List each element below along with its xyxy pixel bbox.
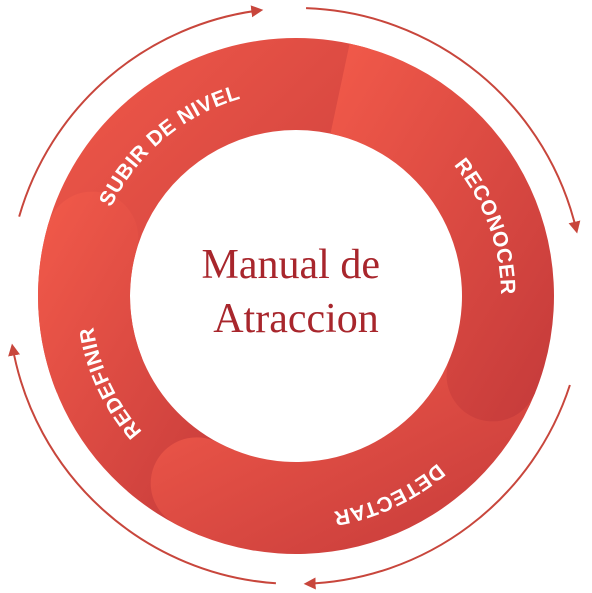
center-disc bbox=[133, 133, 459, 459]
center-title: Manual de Atraccion bbox=[202, 242, 391, 342]
segment-reconocer bbox=[330, 43, 554, 422]
outer-cycle-arrows bbox=[8, 5, 581, 590]
cycle-arrow-top-right bbox=[306, 7, 581, 234]
ring-segments bbox=[37, 37, 554, 554]
cycle-arrow-top-left bbox=[18, 5, 264, 217]
segment-detectar bbox=[150, 358, 536, 554]
cycle-arrow-bottom-left bbox=[8, 343, 276, 585]
center-title-line-2: Atraccion bbox=[213, 296, 379, 342]
center-title-line-1: Manual de bbox=[202, 242, 380, 288]
cycle-arrow-bottom-right bbox=[303, 384, 571, 590]
